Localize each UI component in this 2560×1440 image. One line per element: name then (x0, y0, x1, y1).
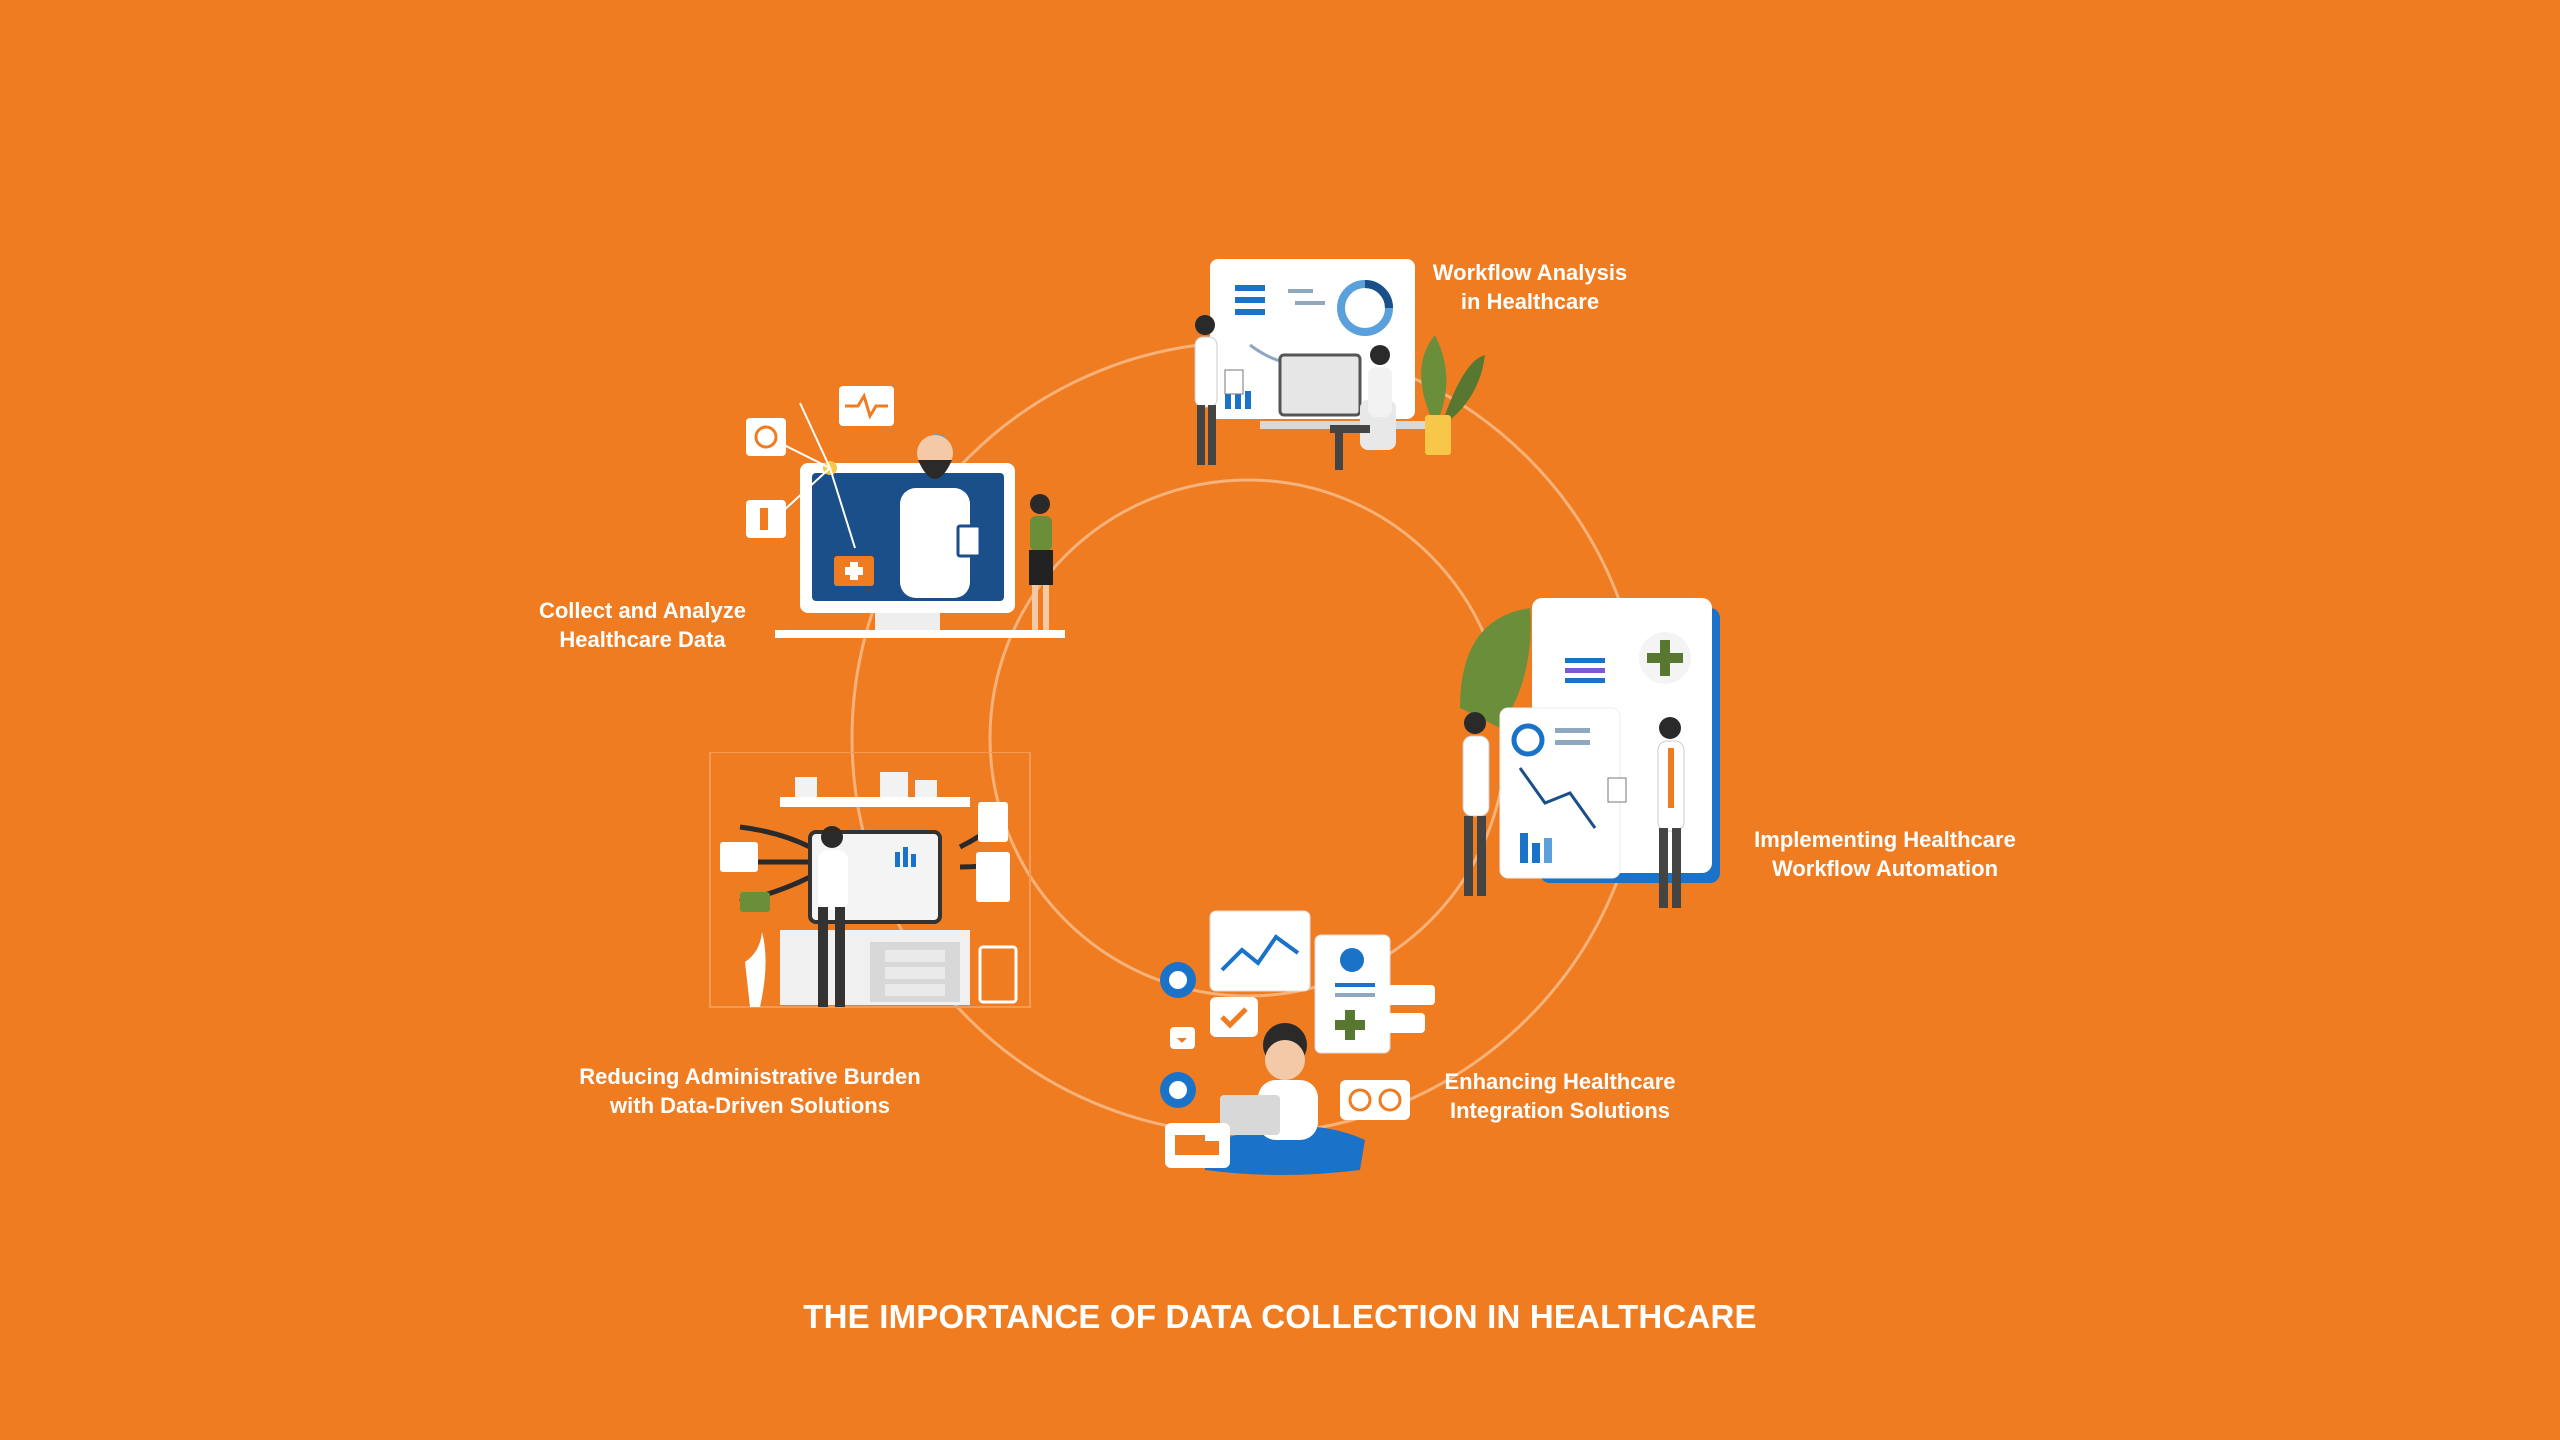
integration-solutions-illustration (1160, 910, 1435, 1175)
diagram-title: THE IMPORTANCE OF DATA COLLECTION IN HEA… (803, 1298, 1757, 1335)
step-label-collect-analyze: Collect and Analyze Healthcare Data (538, 598, 746, 652)
workflow-analysis-illustration (1194, 259, 1485, 470)
step-label-integration-solutions: Enhancing Healthcare Integration Solutio… (1444, 1069, 1676, 1123)
administrative-burden-illustration (709, 752, 1031, 1008)
step-label-administrative-burden: Reducing Administrative Burden with Data… (579, 1064, 921, 1118)
collect-analyze-illustration (746, 386, 1065, 638)
step-label-workflow-analysis: Workflow Analysis in Healthcare (1432, 260, 1628, 314)
step-label-workflow-automation: Implementing Healthcare Workflow Automat… (1754, 827, 2016, 881)
workflow-automation-illustration (1460, 598, 1720, 908)
